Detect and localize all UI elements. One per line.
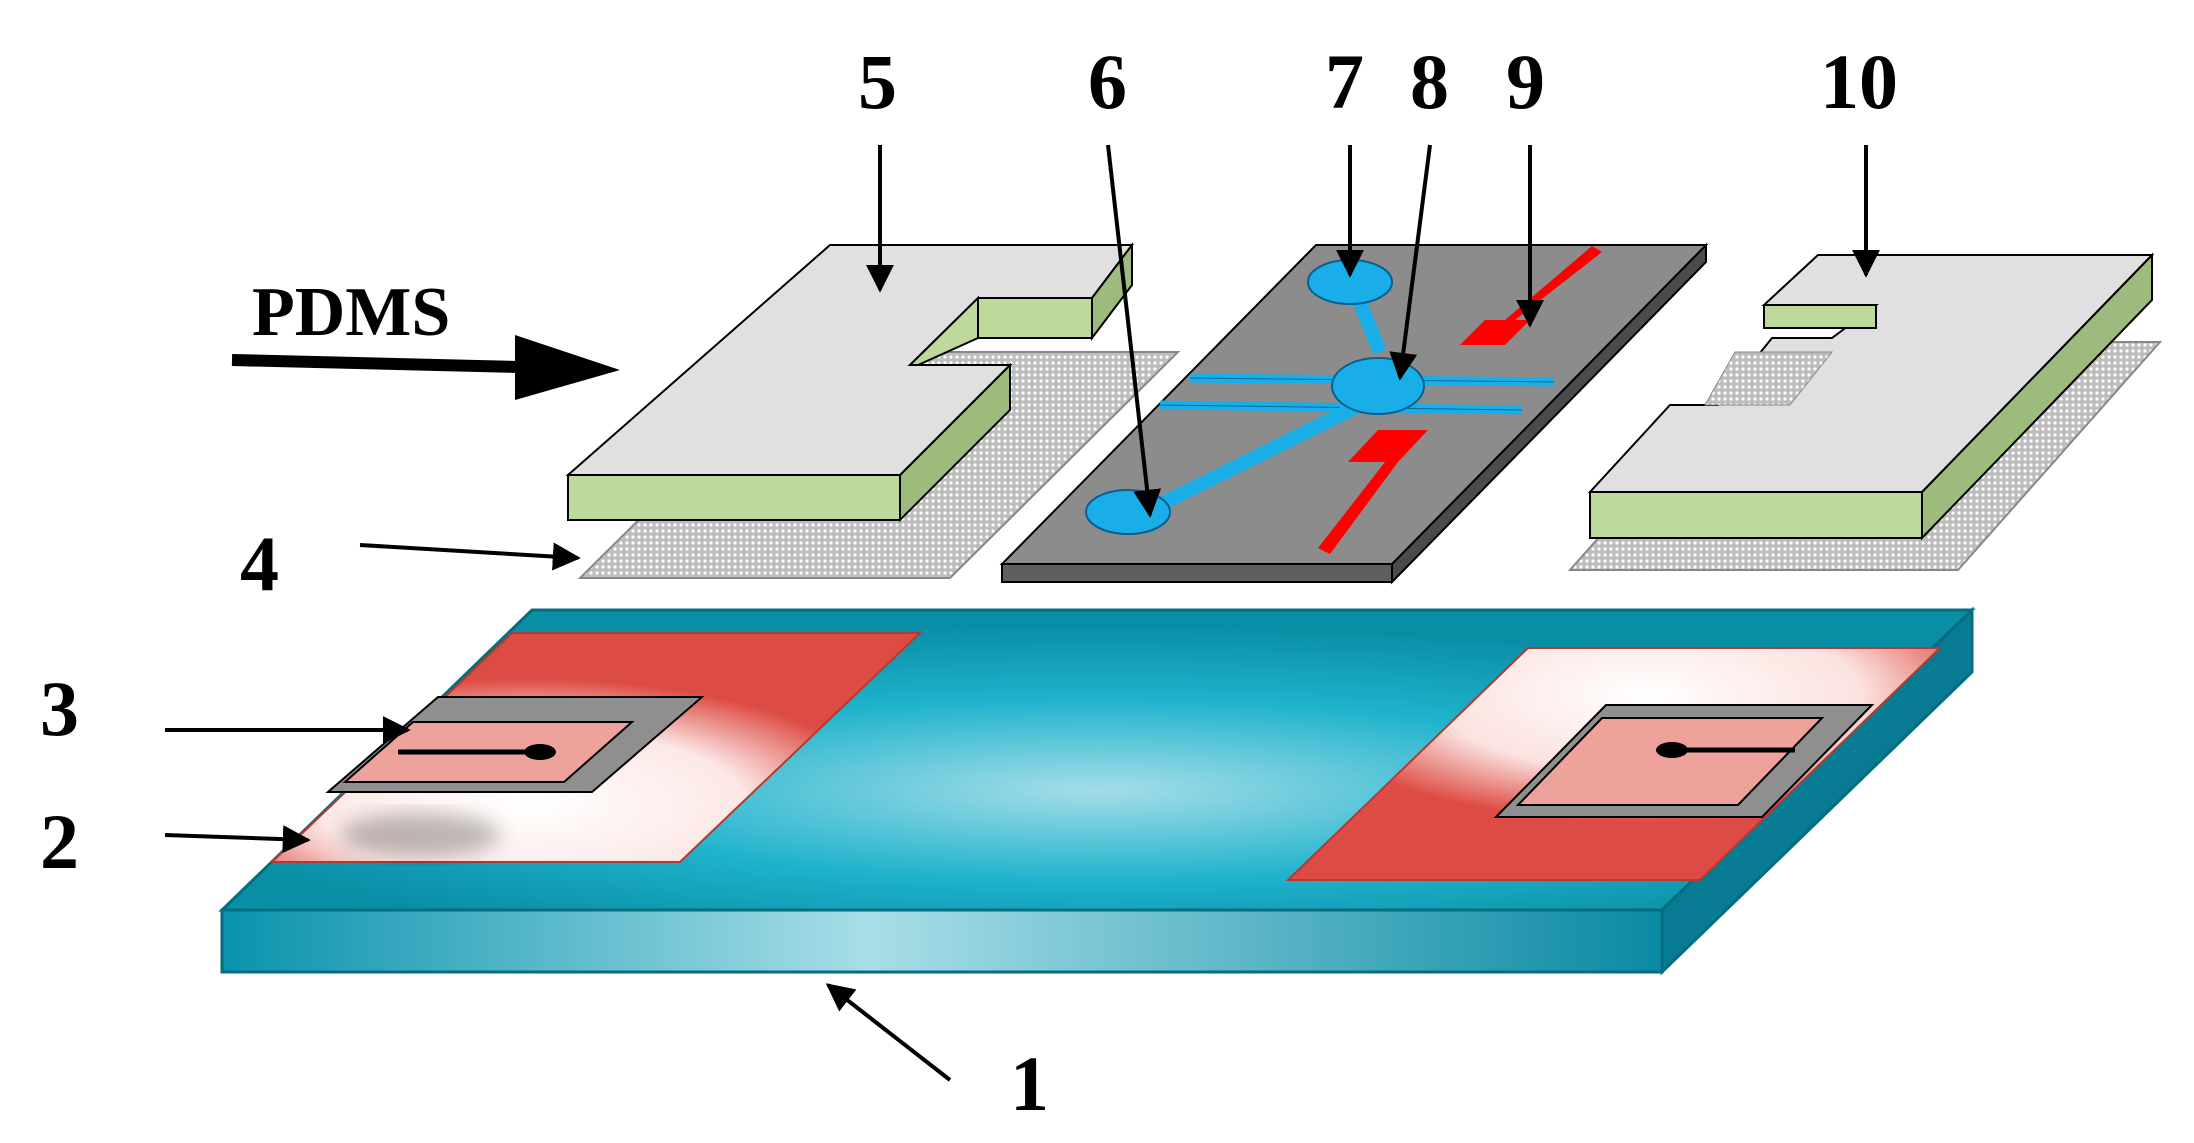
electrode-top: [1460, 320, 1530, 345]
label-10: 10: [1820, 38, 1898, 125]
label-4: 4: [240, 520, 279, 607]
label-8: 8: [1410, 38, 1449, 125]
right-sensor-chip: [1493, 704, 1875, 818]
pdms-arrow: [231, 335, 620, 400]
callout-arrows: [164, 144, 1880, 1082]
label-1: 1: [1010, 1040, 1049, 1127]
label-2: 2: [40, 798, 79, 885]
outlet-well: [1085, 489, 1171, 535]
right-pdms-block: [1587, 252, 2155, 541]
label-5: 5: [858, 38, 897, 125]
electrode-bottom: [1348, 430, 1428, 462]
label-9: 9: [1506, 38, 1545, 125]
left-pdms-block: [565, 242, 1135, 523]
label-6: 6: [1088, 38, 1127, 125]
pdms-label: PDMS: [252, 274, 450, 351]
label-7: 7: [1325, 38, 1364, 125]
junction-well: [1331, 357, 1425, 415]
label-3: 3: [40, 665, 79, 752]
